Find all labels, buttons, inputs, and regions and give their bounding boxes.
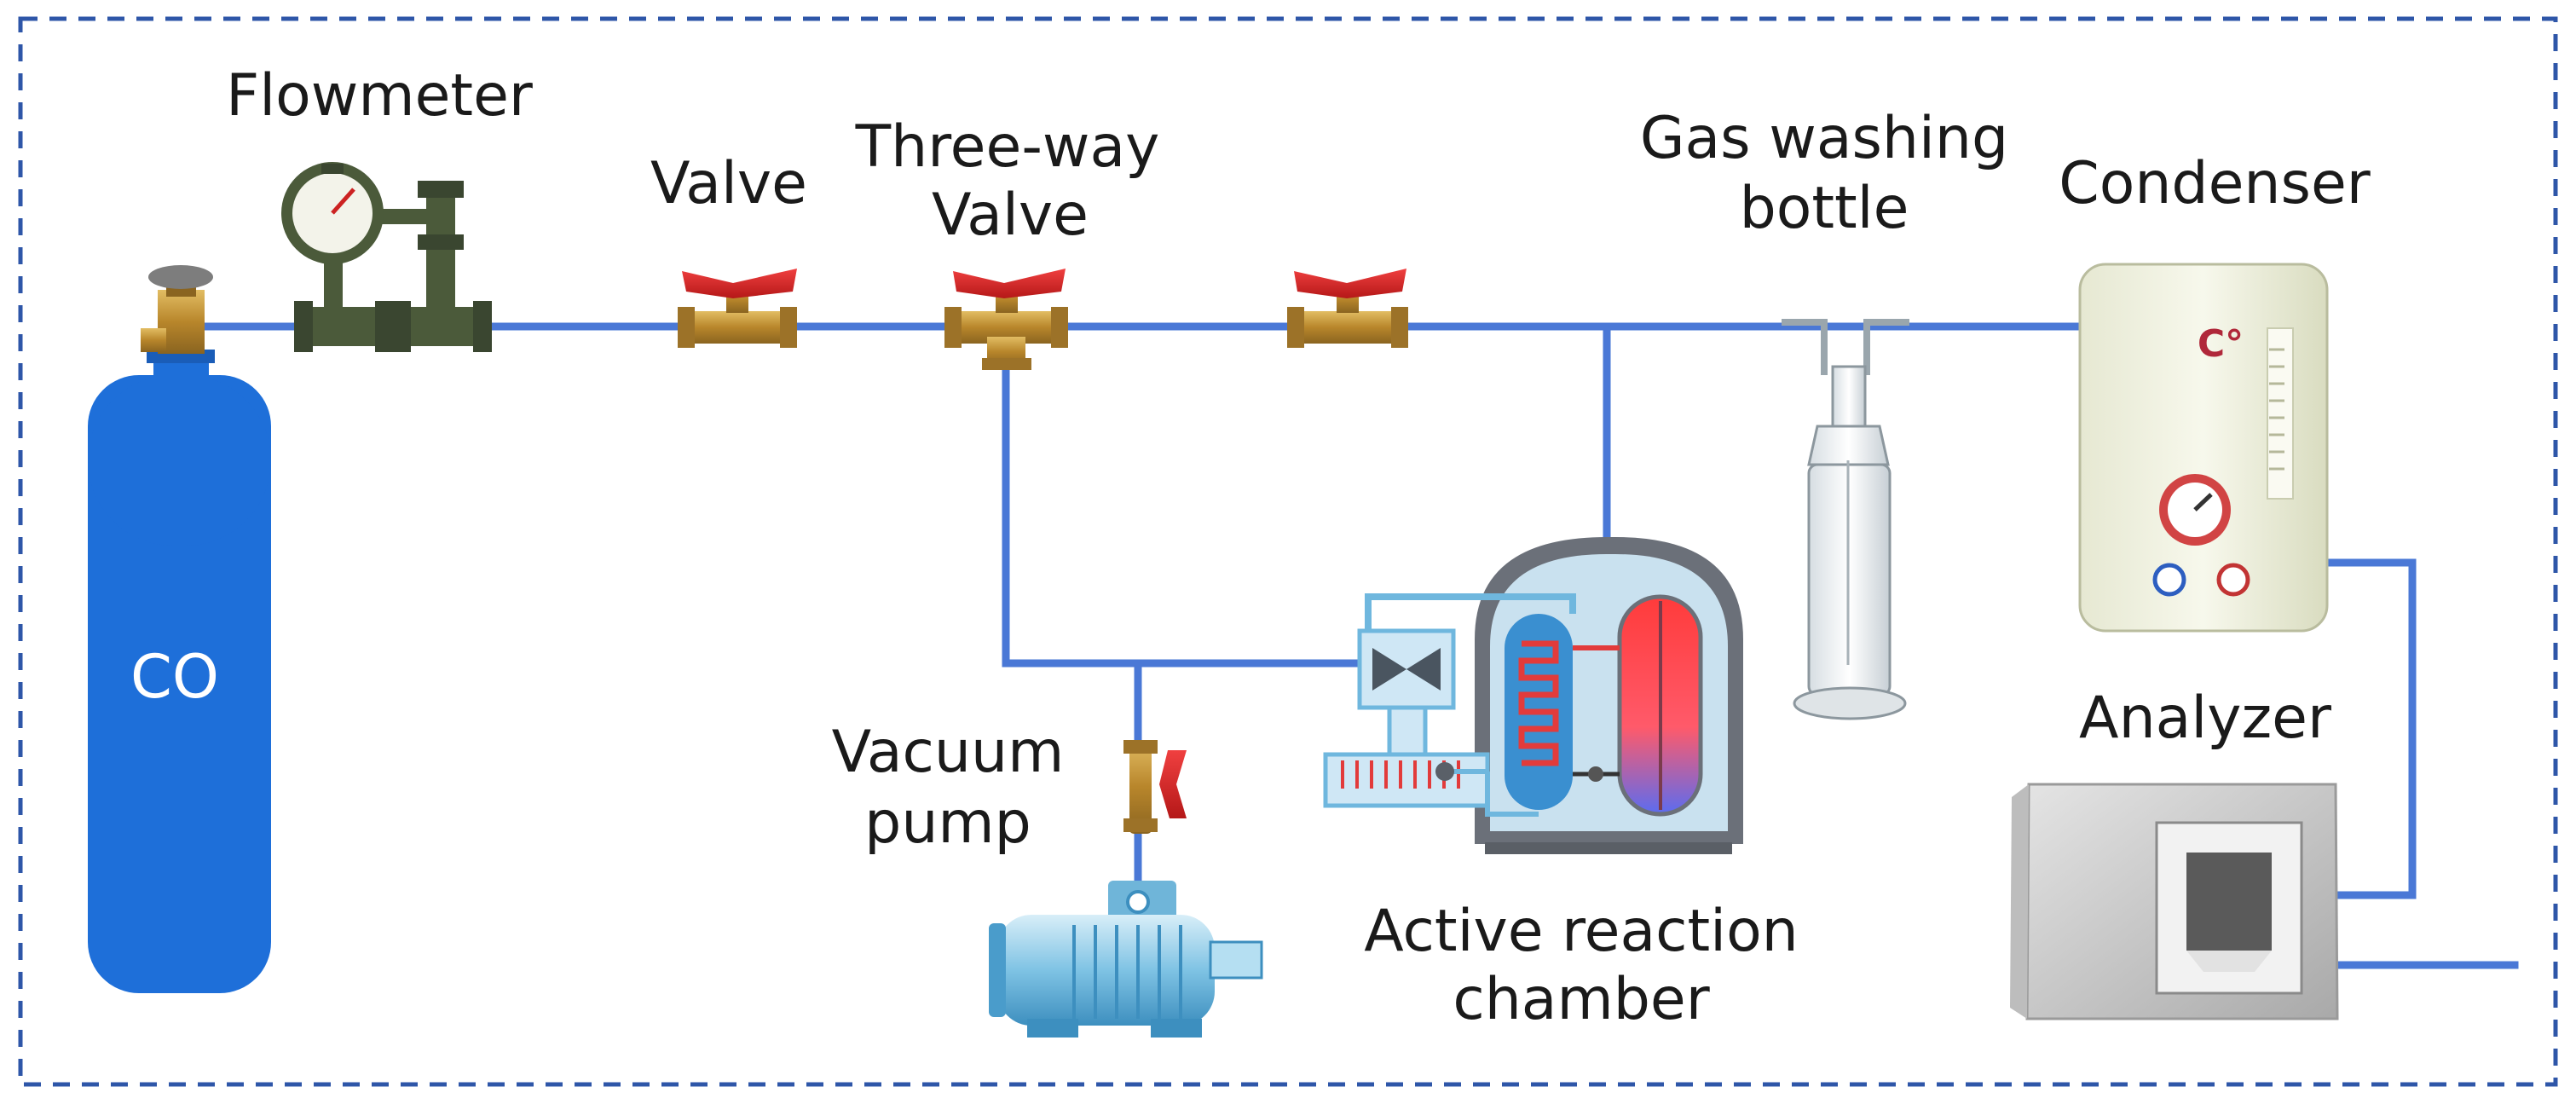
valve-icon [1123, 740, 1187, 834]
flowmeter-label: Flowmeter [226, 62, 533, 130]
diagram-border [18, 16, 2558, 1087]
three-way-valve-label-line1: Three-way [855, 113, 1160, 181]
flowmeter-icon [281, 162, 492, 352]
cylinder-label: CO [130, 642, 219, 712]
reaction-chamber-label-line1: Active reaction [1364, 898, 1799, 965]
gas-cylinder-icon: CO [88, 265, 271, 993]
valve-icon [678, 269, 797, 348]
analyzer-icon [2010, 783, 2339, 1020]
condenser-unit-label: C° [2198, 322, 2244, 366]
analyzer-label: Analyzer [2079, 685, 2331, 752]
gas-washing-bottle-icon [1782, 319, 1909, 720]
condenser-icon: C° [2078, 263, 2329, 633]
condenser-label: Condenser [2059, 150, 2371, 217]
vacuum-pump-label-line2: pump [864, 789, 1031, 857]
three-way-valve-label-line2: Valve [932, 182, 1089, 249]
three-way-valve-icon [944, 269, 1068, 370]
gas-washing-bottle-label-line1: Gas washing [1640, 105, 2008, 172]
vacuum-pump-label-line1: Vacuum [832, 719, 1065, 786]
vacuum-pump-icon [989, 881, 1263, 1038]
reaction-chamber-icon [1323, 537, 1743, 854]
valve-icon [1287, 269, 1408, 348]
reaction-chamber-label-line2: chamber [1453, 966, 1709, 1033]
valve-label: Valve [650, 150, 807, 217]
pipes [200, 322, 2519, 969]
gas-washing-bottle-label-line2: bottle [1740, 175, 1909, 242]
